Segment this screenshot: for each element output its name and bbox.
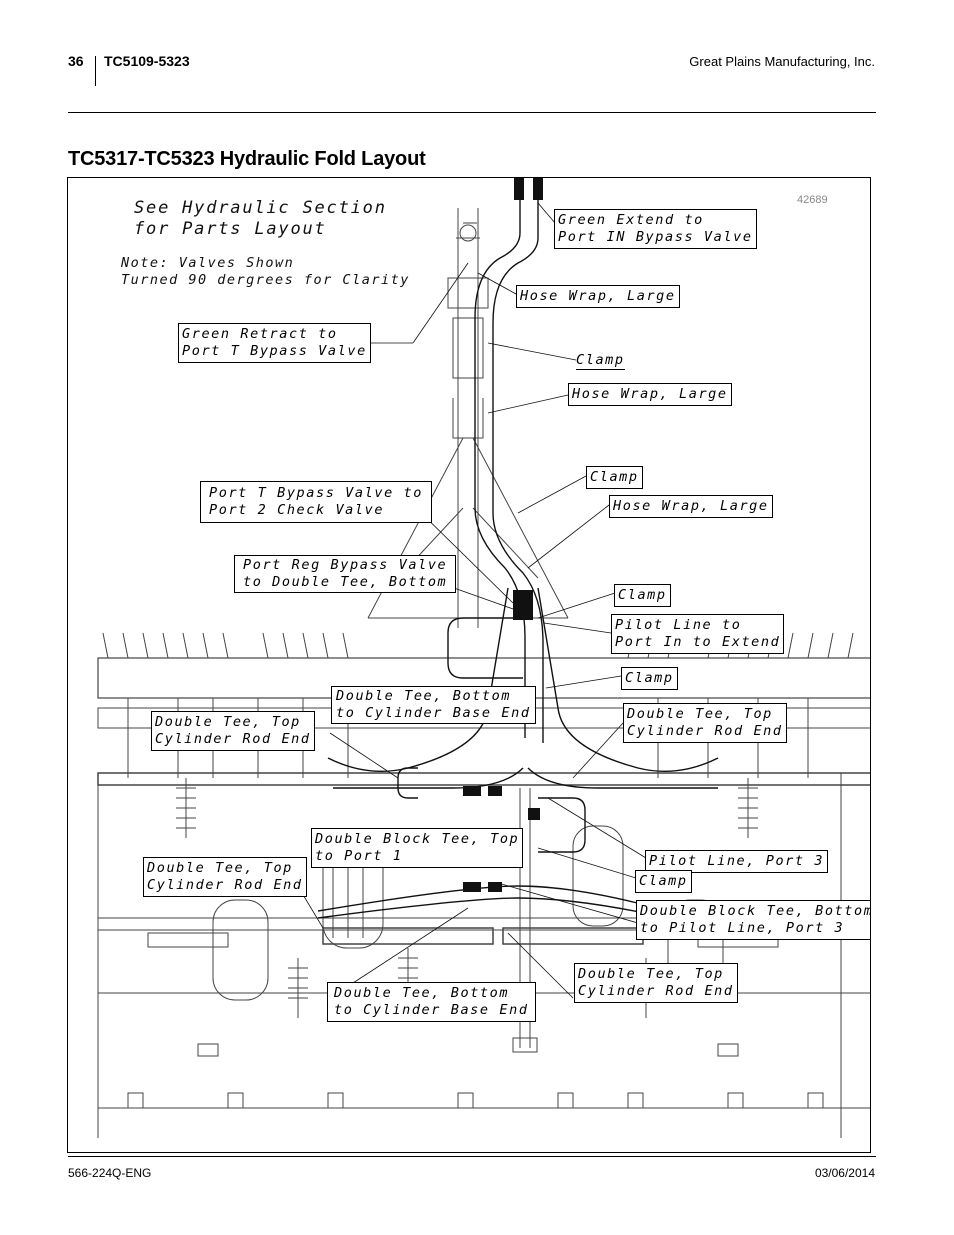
callout-pilot-line-port-3: Pilot Line, Port 3 bbox=[645, 850, 829, 873]
callout-hose-wrap-1: Hose Wrap, Large bbox=[516, 285, 680, 308]
callout-clamp-4: Clamp bbox=[621, 667, 678, 690]
callout-double-tee-top-lower-right: Double Tee, Top Cylinder Rod End bbox=[574, 963, 738, 1003]
callout-double-tee-top-right: Double Tee, Top Cylinder Rod End bbox=[623, 703, 787, 743]
header-rule bbox=[68, 112, 876, 113]
page-number: 36 bbox=[68, 53, 84, 69]
callout-clamp-5: Clamp bbox=[635, 870, 692, 893]
document-number: 566-224Q-ENG bbox=[68, 1166, 152, 1180]
footer-rule bbox=[68, 1156, 876, 1157]
section-title: TC5317-TC5323 Hydraulic Fold Layout bbox=[68, 148, 426, 170]
model-code: TC5109-5323 bbox=[104, 53, 190, 69]
callout-port-reg-bypass: Port Reg Bypass Valve to Double Tee, Bot… bbox=[234, 555, 457, 593]
callout-pilot-line-extend: Pilot Line to Port In to Extend bbox=[611, 614, 785, 654]
callout-clamp-1: Clamp bbox=[576, 351, 625, 370]
document-date: 03/06/2014 bbox=[814, 1166, 875, 1180]
callout-double-block-tee-bottom: Double Block Tee, Bottom to Pilot Line, … bbox=[636, 900, 870, 940]
callout-double-tee-top-left: Double Tee, Top Cylinder Rod End bbox=[151, 711, 315, 751]
callout-double-tee-bottom-2: Double Tee, Bottom to Cylinder Base End bbox=[327, 982, 536, 1022]
header-divider bbox=[95, 56, 96, 86]
callout-clamp-2: Clamp bbox=[586, 466, 643, 489]
callout-clamp-3: Clamp bbox=[614, 584, 671, 607]
note-see-hydraulic-section: See Hydraulic Section for Parts Layout bbox=[134, 198, 387, 240]
callout-double-block-tee-top: Double Block Tee, Top to Port 1 bbox=[311, 828, 524, 868]
figure-number: 42689 bbox=[797, 194, 828, 206]
hydraulic-diagram: 42689 See Hydraulic Section for Parts La… bbox=[67, 177, 871, 1153]
callout-green-extend: Green Extend to Port IN Bypass Valve bbox=[554, 209, 757, 249]
callout-hose-wrap-2: Hose Wrap, Large bbox=[568, 383, 732, 406]
callout-green-retract: Green Retract to Port T Bypass Valve bbox=[178, 323, 371, 363]
callout-double-tee-top-lower-left: Double Tee, Top Cylinder Rod End bbox=[143, 857, 307, 897]
note-valves-turned: Note: Valves Shown Turned 90 dergrees fo… bbox=[121, 255, 410, 288]
callout-double-tee-bottom-1: Double Tee, Bottom to Cylinder Base End bbox=[331, 686, 536, 724]
callout-hose-wrap-3: Hose Wrap, Large bbox=[609, 495, 773, 518]
callout-port-t-bypass: Port T Bypass Valve to Port 2 Check Valv… bbox=[200, 481, 433, 523]
company-name: Great Plains Manufacturing, Inc. bbox=[689, 54, 875, 69]
